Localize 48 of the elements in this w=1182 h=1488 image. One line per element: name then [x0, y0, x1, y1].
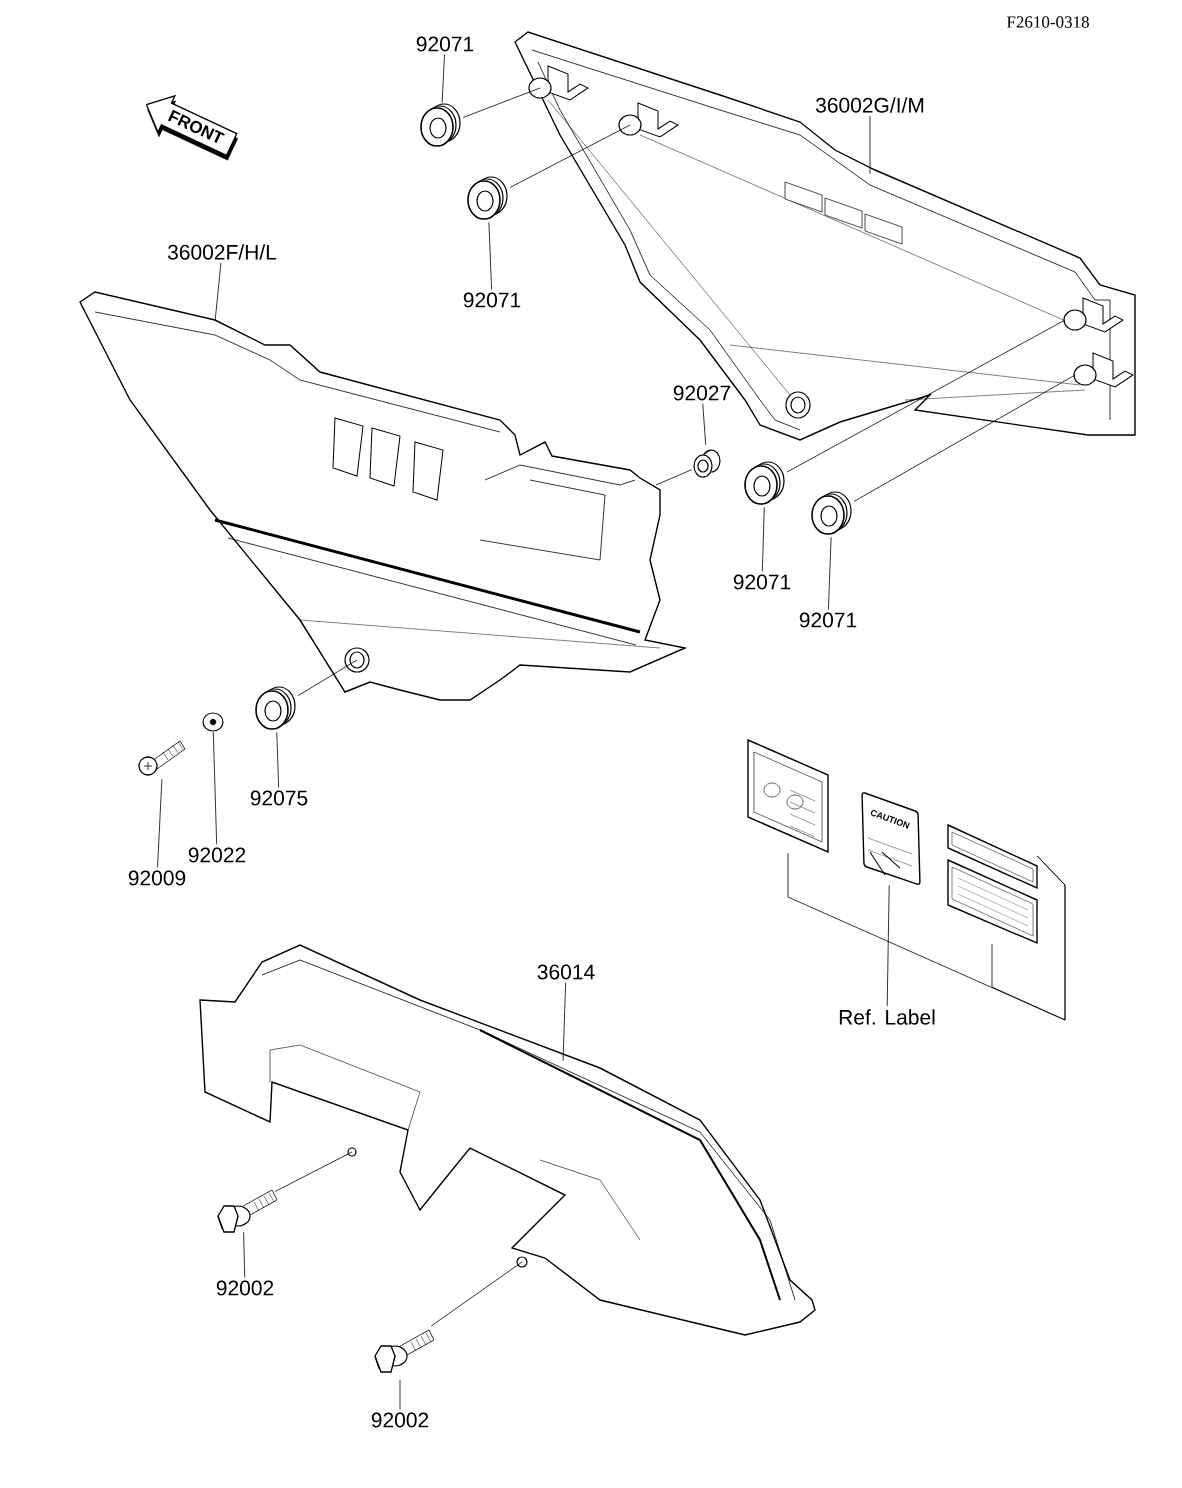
leader-line [157, 778, 163, 868]
leader-line [828, 536, 832, 610]
assembly-line [786, 319, 1066, 473]
part-number: 92071 [416, 36, 474, 52]
grommet-drawing [255, 686, 296, 730]
leader-line [441, 54, 445, 104]
bolt-drawing [217, 1189, 278, 1233]
part-number: 92027 [673, 385, 731, 401]
leader-line [869, 115, 871, 175]
leader-line [886, 884, 890, 1007]
part-number: 36002G/I/M [815, 97, 924, 113]
collar-drawing [693, 449, 721, 478]
leader-line [702, 403, 707, 446]
part-number: 36002F/H/L [167, 244, 277, 260]
grommet-drawing [420, 103, 461, 147]
grommet-drawing [811, 491, 852, 535]
part-number: 92071 [799, 612, 857, 628]
bolt-drawing [374, 1329, 435, 1373]
assembly-line [991, 855, 1066, 1021]
leader-line [212, 731, 218, 845]
part-number: 92022 [188, 847, 246, 863]
screw-drawing [138, 740, 186, 776]
assembly-line [430, 1261, 523, 1327]
leader-line [488, 221, 492, 290]
part-number: 92071 [733, 574, 791, 590]
washer-drawing [202, 712, 224, 732]
assembly-line [274, 1151, 353, 1192]
grommet-drawing [744, 461, 785, 505]
assembly-line [462, 87, 541, 118]
leader-line [214, 262, 222, 322]
assembly-line [853, 374, 1076, 502]
part-number: 92071 [463, 292, 521, 308]
assembly-line [297, 659, 358, 696]
part-number: 92009 [128, 870, 186, 886]
leader-line [399, 1379, 401, 1410]
part-number: 92002 [216, 1280, 274, 1296]
part-number: 92002 [371, 1412, 429, 1428]
leader-line [243, 1231, 246, 1278]
chain-cover-drawing [199, 944, 816, 1336]
assembly-line [655, 469, 693, 486]
part-number: 92075 [250, 790, 308, 806]
leader-line [276, 731, 280, 788]
leader-line [562, 982, 567, 1062]
callout-text: Ref. Label [839, 1009, 935, 1025]
part-number: 36014 [537, 964, 595, 980]
grommet-drawing [467, 176, 508, 220]
leader-line [761, 506, 765, 572]
assembly-line [509, 124, 631, 188]
